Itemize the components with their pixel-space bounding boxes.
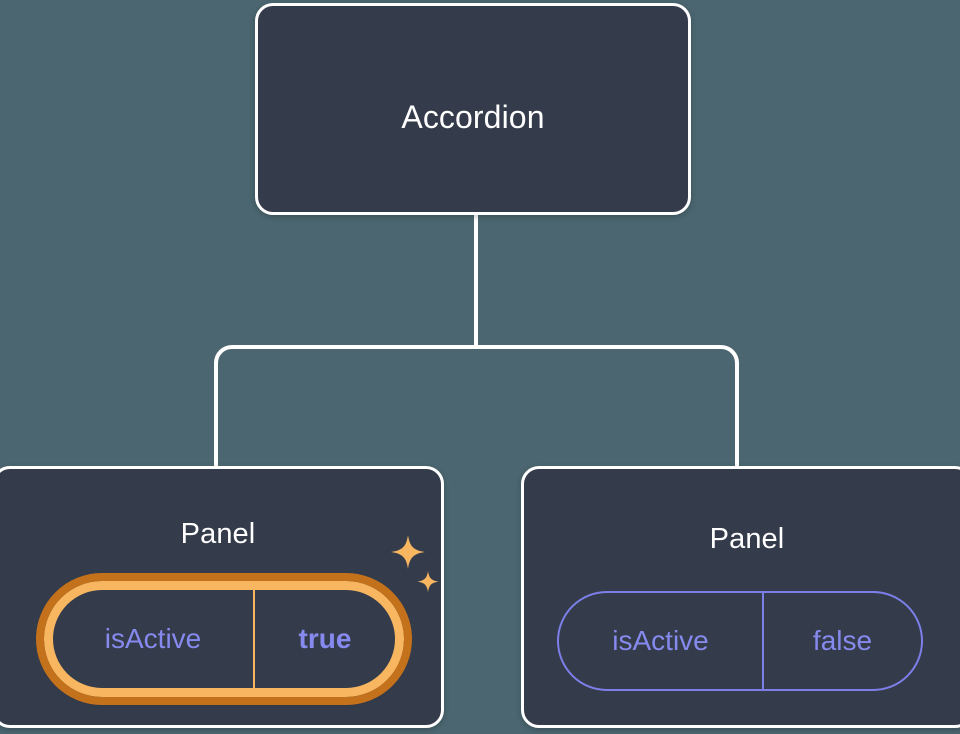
node-panel-1-title: Panel bbox=[709, 523, 785, 555]
node-accordion[interactable]: Accordion bbox=[255, 3, 691, 215]
node-panel-0-title: Panel bbox=[180, 518, 256, 550]
prop-key-0: isActive bbox=[104, 623, 202, 654]
connector-branch-right bbox=[476, 345, 739, 468]
prop-pill-isactive-true[interactable]: isActive true bbox=[36, 573, 412, 705]
prop-value-1: false bbox=[812, 625, 873, 656]
node-accordion-title: Accordion bbox=[401, 99, 545, 135]
prop-pill-isactive-false[interactable]: isActive false bbox=[557, 591, 923, 691]
prop-value-0: true bbox=[298, 623, 352, 654]
connector-branch-left bbox=[214, 345, 476, 468]
prop-key-1: isActive bbox=[612, 625, 709, 656]
prop-divider-0 bbox=[253, 590, 255, 688]
prop-divider-1 bbox=[762, 593, 764, 689]
